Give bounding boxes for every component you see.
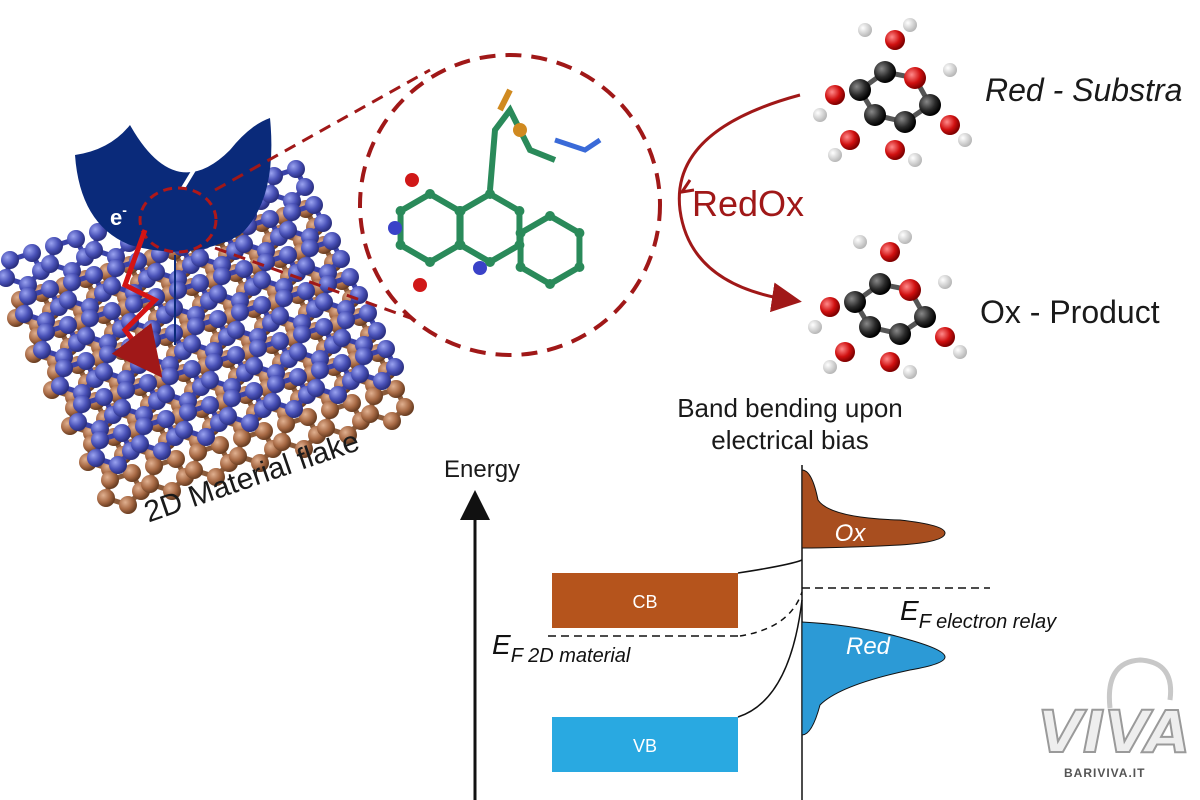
viva-logo: VIVA [1037,657,1191,767]
svg-text:VIVA: VIVA [1038,698,1190,766]
redox-label: RedOx [692,183,804,224]
svg-text:VB: VB [633,736,657,756]
vb-bending-curve [737,599,803,718]
substrate-molecule [813,18,972,167]
electron-path-arrow [111,229,163,378]
cofactor-molecule [388,88,602,292]
cb-band [552,573,738,628]
ef-bending-curve [739,591,803,637]
cb-bending-curve [737,559,803,574]
ef-relay-label: EF electron relay [900,595,1057,633]
energy-axis-label: Energy [444,456,521,483]
vb-band [552,717,738,772]
ox-distribution [801,469,946,549]
enzyme-shape: e- [75,118,272,345]
zoom-lines [214,68,431,327]
active-site-marker [138,186,218,254]
svg-text:CB: CB [632,592,657,612]
red-substrate-label: Red - Substra [985,72,1183,108]
product-molecule [808,230,967,379]
cofactor-zoom [358,53,662,357]
ef-2d-label: EF 2D material [492,629,631,667]
electron-label: e- [110,202,127,230]
redox-cycle: RedOx [677,93,804,313]
band-bending-label: Band bending upon electrical bias [677,393,903,455]
red-distribution [801,621,946,736]
svg-text:Red: Red [846,633,891,660]
lightning-icon [176,118,202,190]
svg-text:Ox: Ox [835,520,867,547]
site-label: BARIVIVA.IT [1064,766,1146,780]
energy-diagram: CB VB Ox Red EF 2D material EF electron … [460,465,1057,800]
ox-product-label: Ox - Product [980,294,1160,330]
